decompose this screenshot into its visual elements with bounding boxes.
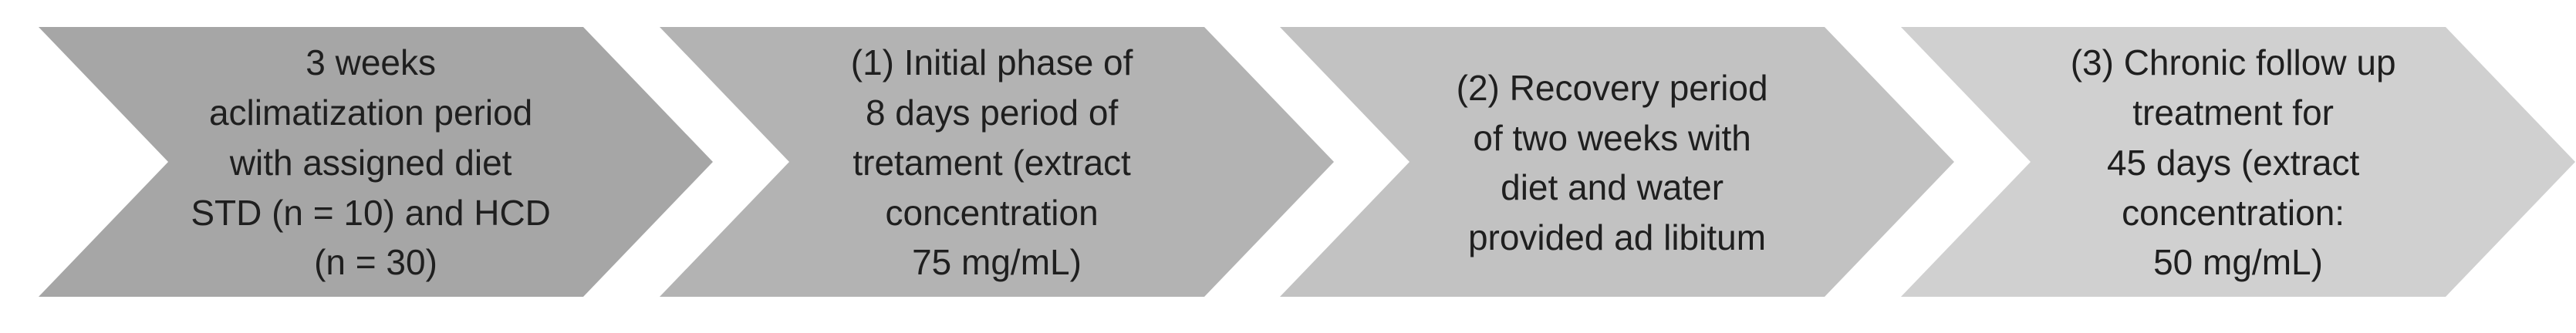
step-2-line-4: concentration xyxy=(886,193,1099,233)
step-2-line-2: 8 days period of xyxy=(866,92,1119,133)
step-3-line-4: provided ad libitum xyxy=(1468,217,1766,257)
step-1-line-2: aclimatization period xyxy=(209,92,532,133)
step-4-line-3: 45 days (extract xyxy=(2107,143,2359,183)
step-4-label: (3) Chronic follow up treatment for 45 d… xyxy=(2071,42,2406,282)
step-3-label: (2) Recovery period of two weeks with di… xyxy=(1457,68,1778,257)
step-1-shape xyxy=(39,27,713,297)
step-4-line-4: concentration: xyxy=(2122,193,2345,233)
step-4-shape xyxy=(1901,27,2575,297)
step-2-label: (1) Initial phase of 8 days period of tr… xyxy=(851,42,1143,282)
step-3-line-2: of two weeks with xyxy=(1473,118,1751,158)
step-3-chevron: (2) Recovery period of two weeks with di… xyxy=(1280,27,1954,297)
step-2-chevron: (1) Initial phase of 8 days period of tr… xyxy=(660,27,1334,297)
step-2-line-1: (1) Initial phase of xyxy=(851,42,1133,82)
step-1-label: 3 weeks aclimatization period with assig… xyxy=(191,42,560,282)
step-4-chevron: (3) Chronic follow up treatment for 45 d… xyxy=(1901,27,2575,297)
step-1-line-1: 3 weeks xyxy=(306,42,436,82)
step-1-line-3: with assigned diet xyxy=(229,143,512,183)
step-2-line-3: tretament (extract xyxy=(852,143,1131,183)
step-1-line-4: STD (n = 10) and HCD xyxy=(191,193,551,233)
step-4-line-5: 50 mg/mL) xyxy=(2153,242,2323,282)
step-1-chevron: 3 weeks aclimatization period with assig… xyxy=(39,27,713,297)
step-3-line-3: diet and water xyxy=(1501,167,1724,207)
step-2-line-5: 75 mg/mL) xyxy=(912,242,1082,282)
step-3-line-1: (2) Recovery period xyxy=(1457,68,1768,108)
step-4-line-1: (3) Chronic follow up xyxy=(2071,42,2396,82)
step-4-line-2: treatment for xyxy=(2132,92,2334,133)
step-1-line-5: (n = 30) xyxy=(314,242,437,282)
step-2-shape xyxy=(660,27,1334,297)
step-3-shape xyxy=(1280,27,1954,297)
